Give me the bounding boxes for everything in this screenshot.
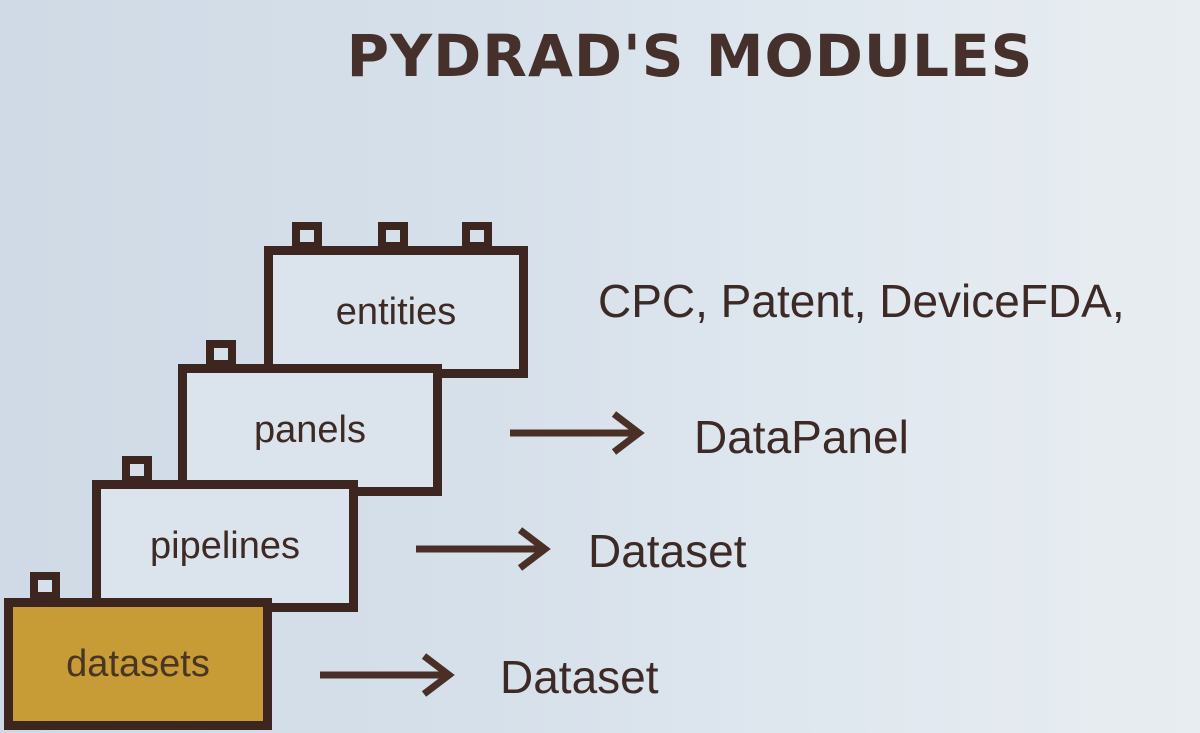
- module-block-panels: panels: [178, 364, 442, 496]
- arrow-right-icon: [416, 527, 551, 571]
- brick-stud: [30, 572, 60, 600]
- module-label-pipelines: pipelines: [150, 524, 300, 567]
- module-block-datasets: datasets: [4, 598, 272, 730]
- output-entities: CPC, Patent, DeviceFDA,: [598, 275, 1125, 327]
- arrow-right-icon: [510, 411, 645, 455]
- arrow-right-icon: [320, 653, 455, 697]
- output-pipelines: Dataset: [588, 525, 747, 577]
- module-label-entities: entities: [335, 290, 457, 333]
- slide-title: PYDRAD'S MODULES: [346, 22, 1034, 90]
- module-block-entities: entities: [264, 246, 528, 378]
- module-block-pipelines: pipelines: [92, 480, 358, 612]
- module-label-panels: panels: [254, 408, 366, 451]
- output-panels: DataPanel: [694, 411, 909, 463]
- module-label-datasets: datasets: [66, 642, 210, 685]
- output-datasets: Dataset: [500, 651, 659, 703]
